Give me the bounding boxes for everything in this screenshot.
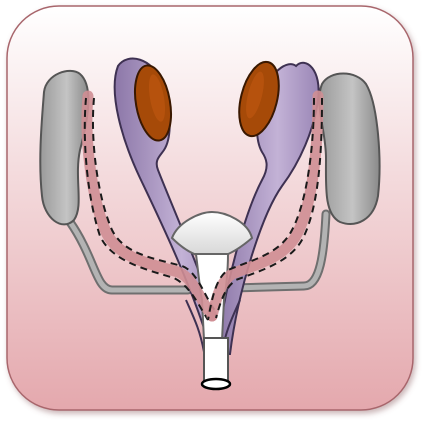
central-tube-opening — [202, 379, 230, 389]
central-tube-bottom — [204, 338, 228, 384]
organ-right-gray — [319, 74, 379, 224]
